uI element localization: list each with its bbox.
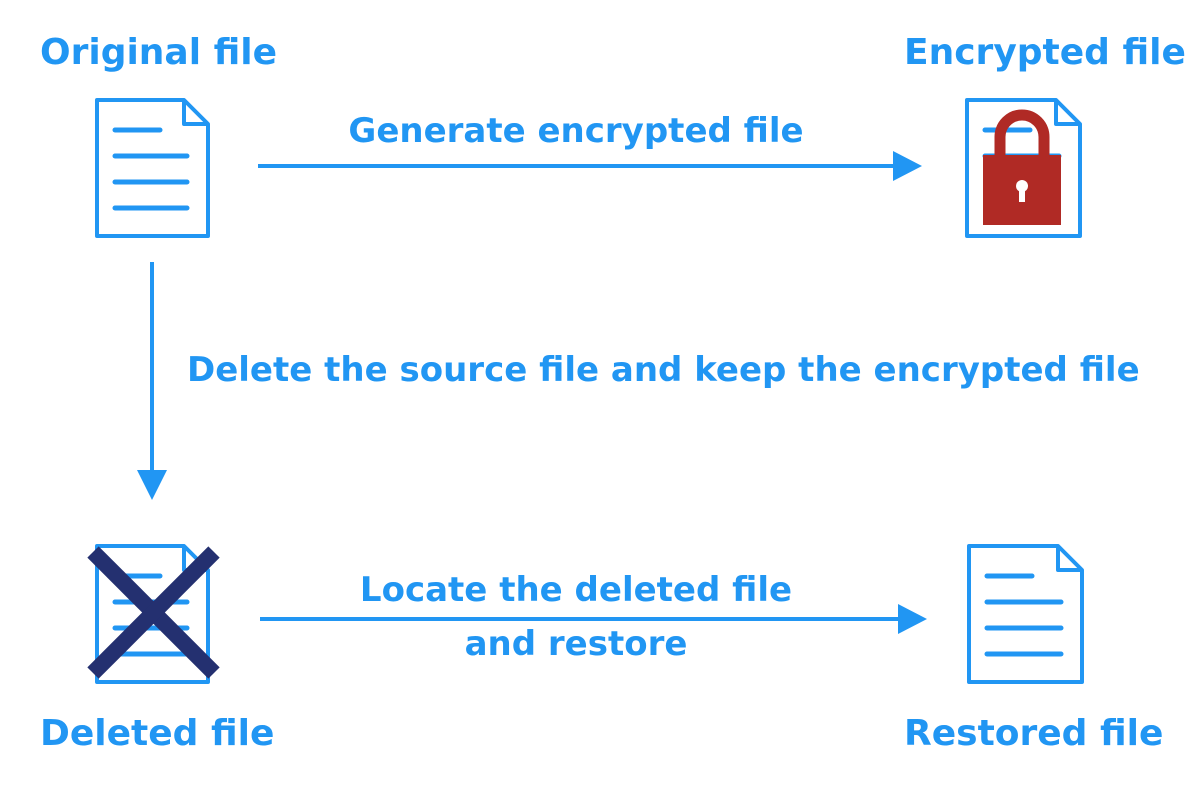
locked-document-icon (965, 98, 1082, 238)
restore-step-label-line2: and restore (464, 623, 688, 664)
restore-step-label: Locate the deleted file and restore (360, 564, 792, 671)
delete-arrow (137, 262, 167, 500)
generate-arrow (258, 151, 922, 181)
original-file-label: Original file (40, 32, 278, 73)
restored-file-label: Restored file (904, 713, 1164, 754)
restore-arrow (260, 604, 927, 634)
restored-document-icon (967, 544, 1084, 684)
restore-step-label-line1: Locate the deleted file (359, 570, 793, 610)
deleted-file-label: Deleted file (40, 713, 275, 754)
cross-icon (87, 546, 220, 679)
deleted-document-icon (87, 544, 220, 684)
delete-step-label: Delete the source file and keep the encr… (187, 350, 1140, 390)
encrypted-file-label: Encrypted file (904, 32, 1186, 73)
document-icon (95, 98, 210, 238)
padlock-icon (983, 109, 1061, 225)
generate-step-label: Generate encrypted file (348, 111, 804, 151)
